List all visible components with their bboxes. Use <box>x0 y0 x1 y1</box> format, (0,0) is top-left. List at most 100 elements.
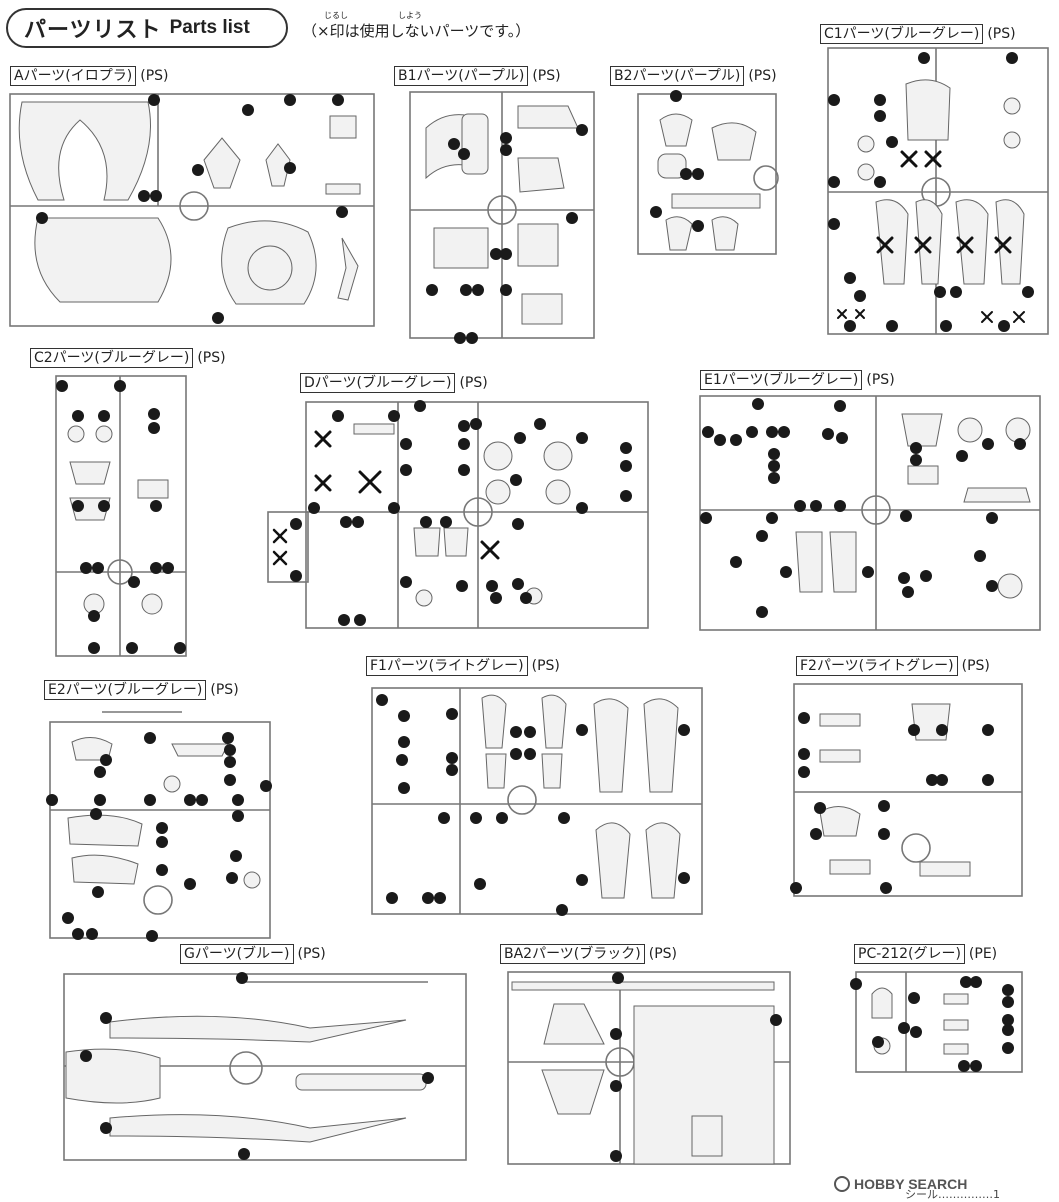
part-number-marker <box>798 766 810 778</box>
part-number-marker <box>1002 1014 1014 1026</box>
sprue-part <box>337 237 359 301</box>
unused-part-x-mark <box>994 236 1012 254</box>
part-number-marker <box>556 904 568 916</box>
part-number-marker <box>92 562 104 574</box>
part-number-marker <box>566 212 578 224</box>
sprue-part <box>415 589 433 607</box>
sprue-part <box>1003 131 1021 149</box>
part-number-marker <box>500 144 512 156</box>
part-number-marker <box>908 724 920 736</box>
sprue-part <box>915 199 943 285</box>
sprue-part <box>71 854 139 885</box>
part-number-marker <box>768 472 780 484</box>
part-number-marker <box>174 642 186 654</box>
sprue-part <box>955 199 989 285</box>
sprue-part <box>795 531 823 593</box>
part-number-marker <box>514 432 526 444</box>
part-number-marker <box>982 438 994 450</box>
sprue-runner <box>371 687 703 915</box>
sprue-part <box>659 113 693 147</box>
part-number-marker <box>474 878 486 890</box>
part-number-marker <box>238 1148 250 1160</box>
part-number-marker <box>446 708 458 720</box>
part-number-marker <box>898 572 910 584</box>
part-number-marker <box>100 1122 112 1134</box>
sprue-runner <box>793 683 1023 897</box>
part-number-marker <box>878 828 890 840</box>
sprue-runner <box>637 93 777 255</box>
part-number-marker <box>144 732 156 744</box>
sprue-part <box>517 157 565 193</box>
part-number-marker <box>834 400 846 412</box>
part-number-marker <box>1002 996 1014 1008</box>
part-number-marker <box>678 724 690 736</box>
part-number-marker <box>970 976 982 988</box>
unused-part-x-mark <box>272 550 288 566</box>
note-text: （×印は使用しないパーツです。） <box>302 22 531 40</box>
part-number-marker <box>886 136 898 148</box>
sprue-part <box>34 217 172 303</box>
part-number-marker <box>524 748 536 760</box>
part-number-marker <box>126 642 138 654</box>
sprue-part <box>819 749 861 763</box>
part-number-marker <box>454 332 466 344</box>
part-number-marker <box>918 52 930 64</box>
page-title-jp: パーツリスト <box>24 18 162 43</box>
part-number-marker <box>576 124 588 136</box>
part-number-marker <box>90 808 102 820</box>
part-number-marker <box>752 398 764 410</box>
part-number-marker <box>1022 286 1034 298</box>
sprue-part <box>65 1048 161 1104</box>
part-number-marker <box>500 132 512 144</box>
sprue-part <box>541 1069 605 1115</box>
sprue-label-b2: B2パーツ(パープル)(PS) <box>610 66 777 86</box>
sprue-part <box>443 527 469 557</box>
part-number-marker <box>224 774 236 786</box>
part-number-marker <box>440 516 452 528</box>
sprue-part <box>995 199 1025 285</box>
part-number-marker <box>386 892 398 904</box>
sprue-runner <box>9 93 375 327</box>
sprue-part <box>593 698 629 793</box>
sprue-c2-drawing <box>55 375 187 657</box>
part-number-marker <box>836 432 848 444</box>
sprue-part <box>963 487 1031 503</box>
part-number-marker <box>400 576 412 588</box>
sprue-runner <box>143 885 173 915</box>
sprue-a-drawing <box>9 93 375 327</box>
part-number-marker <box>232 794 244 806</box>
part-number-marker <box>146 930 158 942</box>
part-number-marker <box>902 586 914 598</box>
unused-part-x-mark <box>272 528 288 544</box>
sprue-runner <box>507 785 537 815</box>
sprue-part <box>517 105 579 129</box>
sprue-part <box>943 1019 969 1031</box>
part-number-marker <box>844 272 856 284</box>
sprue-runner <box>179 191 209 221</box>
part-number-marker <box>242 104 254 116</box>
sprue-part <box>543 1003 605 1045</box>
part-number-marker <box>534 418 546 430</box>
part-number-marker <box>756 606 768 618</box>
part-number-marker <box>88 610 100 622</box>
part-number-marker <box>874 110 886 122</box>
part-number-marker <box>446 752 458 764</box>
unused-part-x-mark <box>914 236 932 254</box>
part-number-marker <box>196 794 208 806</box>
sprue-part <box>943 993 969 1005</box>
sprue-e2-drawing <box>46 711 272 942</box>
part-number-marker <box>512 518 524 530</box>
part-number-marker <box>900 510 912 522</box>
unused-part-x-mark <box>314 430 332 448</box>
sprue-label-g: Gパーツ(ブルー)(PS) <box>180 944 326 964</box>
sprue-part <box>353 423 395 435</box>
part-number-marker <box>100 754 112 766</box>
sprue-part <box>633 1005 775 1165</box>
sprue-runner <box>305 401 649 629</box>
part-number-marker <box>94 766 106 778</box>
unused-part-x-mark <box>314 474 332 492</box>
sprue-part <box>511 981 775 991</box>
part-number-marker <box>490 248 502 260</box>
part-number-marker <box>138 190 150 202</box>
sprue-runner <box>827 47 1049 335</box>
